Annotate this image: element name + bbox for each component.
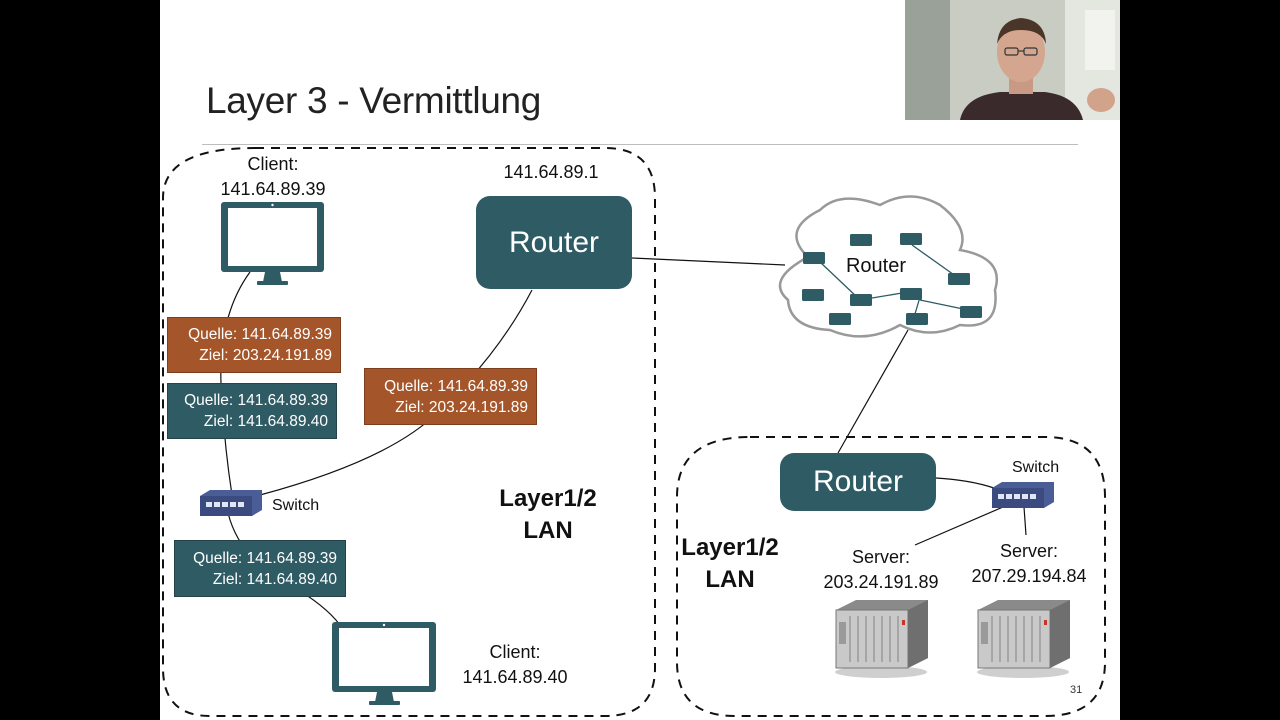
packet-destination: Ziel: 203.24.191.89 [395, 398, 528, 416]
cloud-node [803, 252, 825, 264]
cloud-node [900, 288, 922, 300]
packet-orange: Quelle: 141.64.89.39 Ziel: 203.24.191.89 [167, 317, 341, 373]
link-router-right-switch [935, 477, 995, 489]
server2-icon [977, 600, 1070, 678]
client-bottom-ip: 141.64.89.40 [462, 667, 568, 687]
client-top-label-title: Client: [247, 154, 299, 174]
packet-destination: Ziel: 141.64.89.40 [203, 413, 328, 430]
server1-label-title: Server: [851, 547, 911, 567]
slide-title: Layer 3 - Vermittlung [206, 80, 542, 121]
cloud-node [829, 313, 851, 325]
presenter-webcam [905, 0, 1120, 120]
right-lan-label-line2: LAN [705, 566, 755, 593]
left-lan-label: Layer1/2 LAN [478, 483, 618, 547]
server1-icon [835, 600, 928, 678]
cloud-node [900, 233, 922, 245]
cloud-node [948, 273, 970, 285]
client-bottom-monitor-icon [332, 622, 436, 705]
router-right[interactable]: Router [780, 453, 936, 511]
right-lan-label-line1: Layer1/2 [681, 534, 779, 561]
packet-teal: Quelle: 141.64.89.39 Ziel: 141.64.89.40 [174, 540, 346, 597]
internet-cloud [778, 195, 998, 338]
packet-teal: Quelle: 141.64.89.39 Ziel: 141.64.89.40 [167, 383, 337, 439]
router-left-label: Router [508, 225, 600, 259]
left-lan-boundary [162, 147, 656, 717]
page-number: 31 [1070, 684, 1083, 696]
link-switch-server1 [914, 506, 1004, 546]
server2-label: Server: 207.29.194.84 [958, 539, 1100, 589]
link-cloud-router-right [837, 329, 909, 454]
switch-left-icon [200, 490, 262, 516]
link-switch-server2 [1023, 506, 1027, 536]
cloud-node [906, 313, 928, 325]
link-router-cloud [631, 257, 786, 266]
right-lan-label: Layer1/2 LAN [670, 532, 790, 596]
server2-ip: 207.29.194.84 [971, 566, 1087, 586]
client-bottom-label: Client: 141.64.89.40 [440, 640, 590, 690]
left-lan-label-line2: LAN [523, 517, 573, 544]
network-diagram [162, 147, 1106, 717]
server2-label-title: Server: [999, 541, 1059, 561]
client-top-label: Client: 141.64.89.39 [200, 152, 346, 202]
client-top-ip: 141.64.89.39 [220, 179, 326, 199]
cloud-router-label: Router [845, 255, 907, 277]
client-top-monitor-icon [221, 202, 324, 285]
router-right-label: Router [812, 465, 904, 498]
switch-right-label: Switch [1012, 459, 1060, 476]
right-lan-boundary [676, 436, 1106, 717]
left-lan-label-line1: Layer1/2 [499, 485, 597, 512]
cloud-node [960, 306, 982, 318]
server1-label: Server: 203.24.191.89 [810, 545, 952, 595]
packet-source: Quelle: 141.64.89.39 [188, 326, 332, 343]
packet-destination: Ziel: 141.64.89.40 [212, 570, 337, 588]
packet-source: Quelle: 141.64.89.39 [184, 392, 328, 409]
switch-left-label: Switch [272, 497, 320, 514]
packet-source: Quelle: 141.64.89.39 [384, 377, 528, 395]
router-left[interactable]: Router [476, 196, 632, 289]
server1-ip: 203.24.191.89 [823, 572, 939, 592]
switch-right-icon [992, 482, 1054, 508]
client-bottom-label-title: Client: [489, 642, 541, 662]
title-divider [202, 144, 1078, 145]
cloud-node [850, 294, 872, 306]
cloud-node [802, 289, 824, 301]
cloud-node [850, 234, 872, 246]
packet-destination: Ziel: 203.24.191.89 [199, 347, 332, 364]
packet-orange: Quelle: 141.64.89.39 Ziel: 203.24.191.89 [364, 368, 537, 425]
router-ip-label: 141.64.89.1 [503, 162, 599, 182]
slide: Layer 3 - Vermittlung [160, 0, 1120, 720]
packet-source: Quelle: 141.64.89.39 [193, 549, 337, 567]
